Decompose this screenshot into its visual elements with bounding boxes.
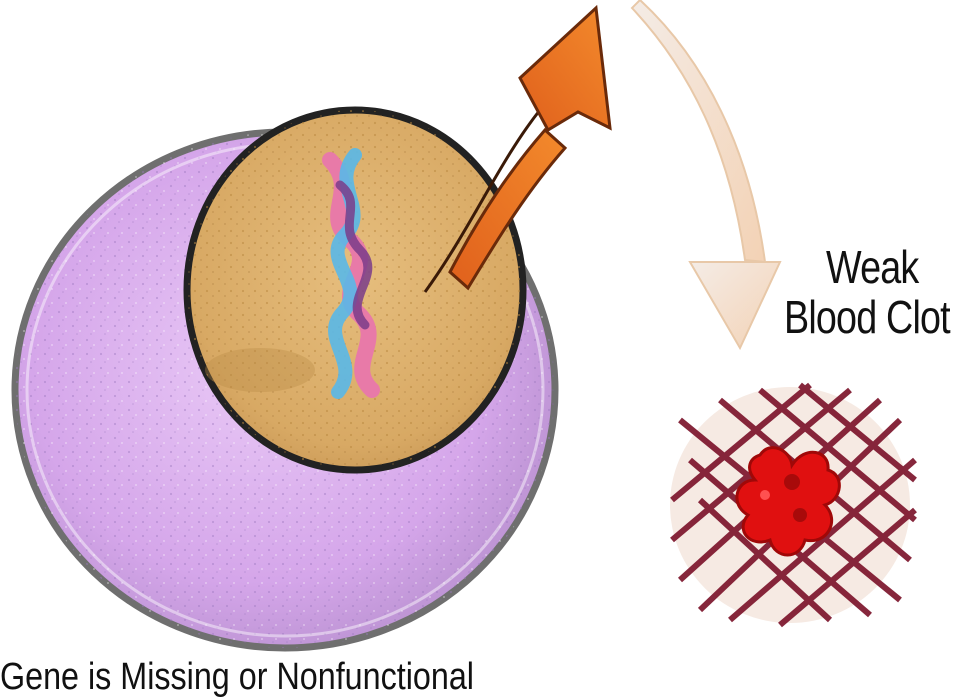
curved-down-arrow-icon	[632, 0, 780, 348]
diagram-canvas: Weak Blood Clot Gene is Missing or Nonfu…	[0, 0, 980, 682]
cell-with-nucleus-icon	[15, 110, 555, 648]
gene-missing-caption: Gene is Missing or Nonfunctional	[0, 656, 474, 699]
weak-label: Weak	[826, 240, 918, 294]
blood-clot-label: Blood Clot	[784, 290, 950, 344]
blood-clot-mesh-icon	[670, 385, 915, 625]
